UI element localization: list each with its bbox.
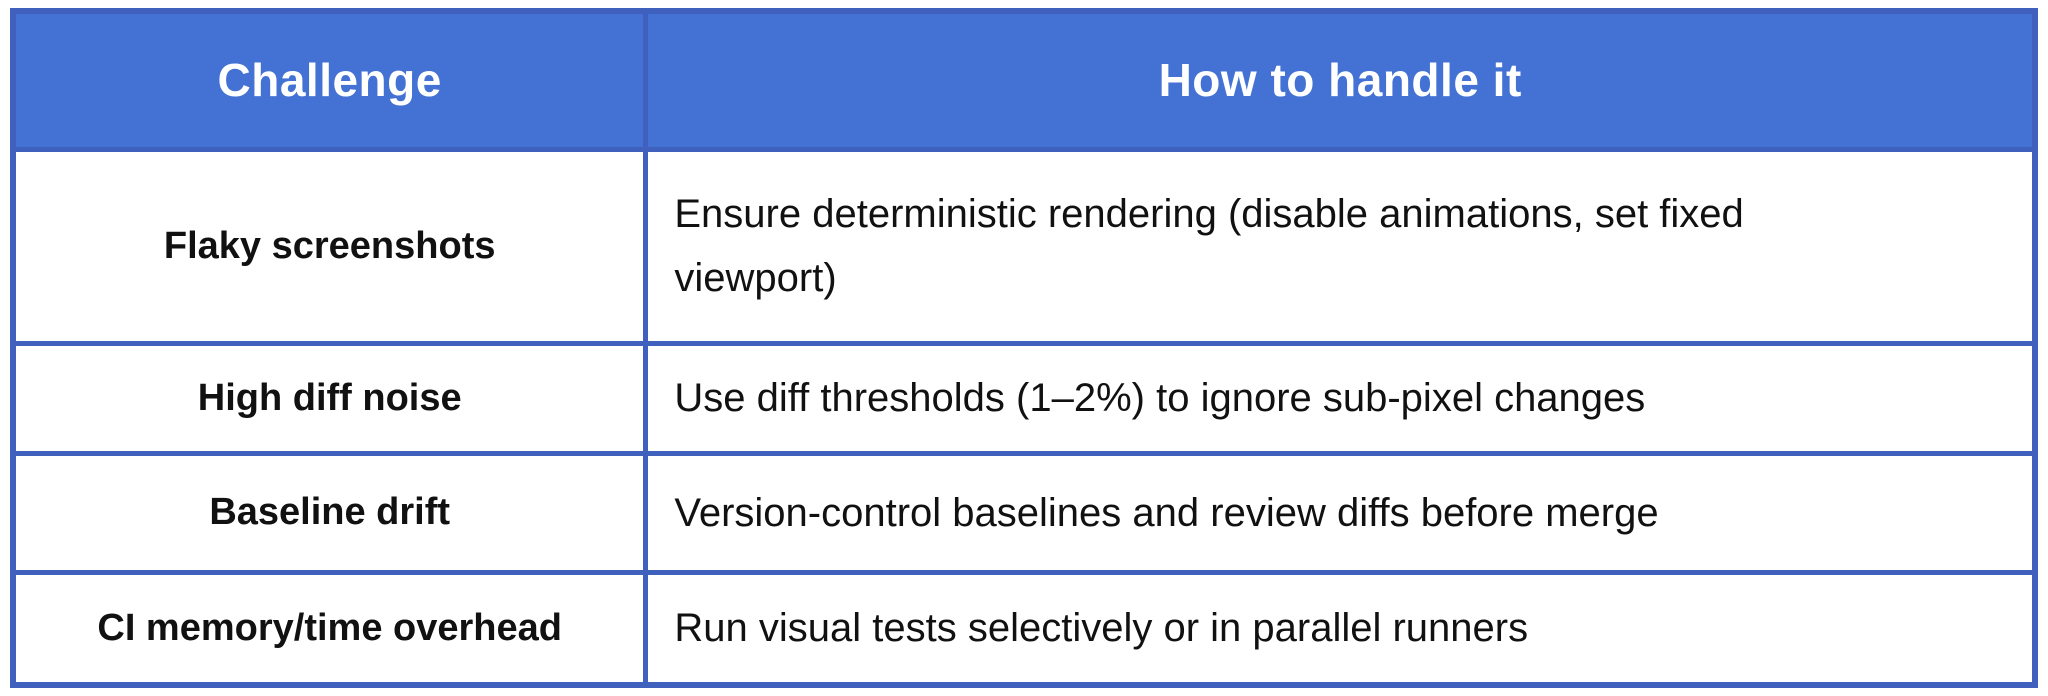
solution-high-diff-noise: Use diff thresholds (1–2%) to ignore sub…	[643, 340, 2038, 456]
table-row: Flaky screenshots Ensure deterministic r…	[10, 146, 2038, 346]
solution-baseline-drift: Version-control baselines and review dif…	[643, 450, 2038, 575]
solution-ci-memory-time-overhead: Run visual tests selectively or in paral…	[643, 569, 2038, 688]
challenges-table: Challenge How to handle it Flaky screens…	[10, 8, 2038, 688]
solution-flaky-screenshots: Ensure deterministic rendering (disable …	[643, 146, 2038, 346]
challenge-high-diff-noise: High diff noise	[10, 340, 649, 456]
table-row: High diff noise Use diff thresholds (1–2…	[10, 340, 2038, 456]
table-row: Baseline drift Version-control baselines…	[10, 450, 2038, 575]
column-header-challenge: Challenge	[10, 8, 649, 152]
table-row: CI memory/time overhead Run visual tests…	[10, 569, 2038, 688]
challenge-ci-memory-time-overhead: CI memory/time overhead	[10, 569, 649, 688]
challenge-baseline-drift: Baseline drift	[10, 450, 649, 575]
challenge-flaky-screenshots: Flaky screenshots	[10, 146, 649, 346]
table-header-row: Challenge How to handle it	[10, 8, 2038, 152]
column-header-how-to-handle-it: How to handle it	[643, 8, 2038, 152]
